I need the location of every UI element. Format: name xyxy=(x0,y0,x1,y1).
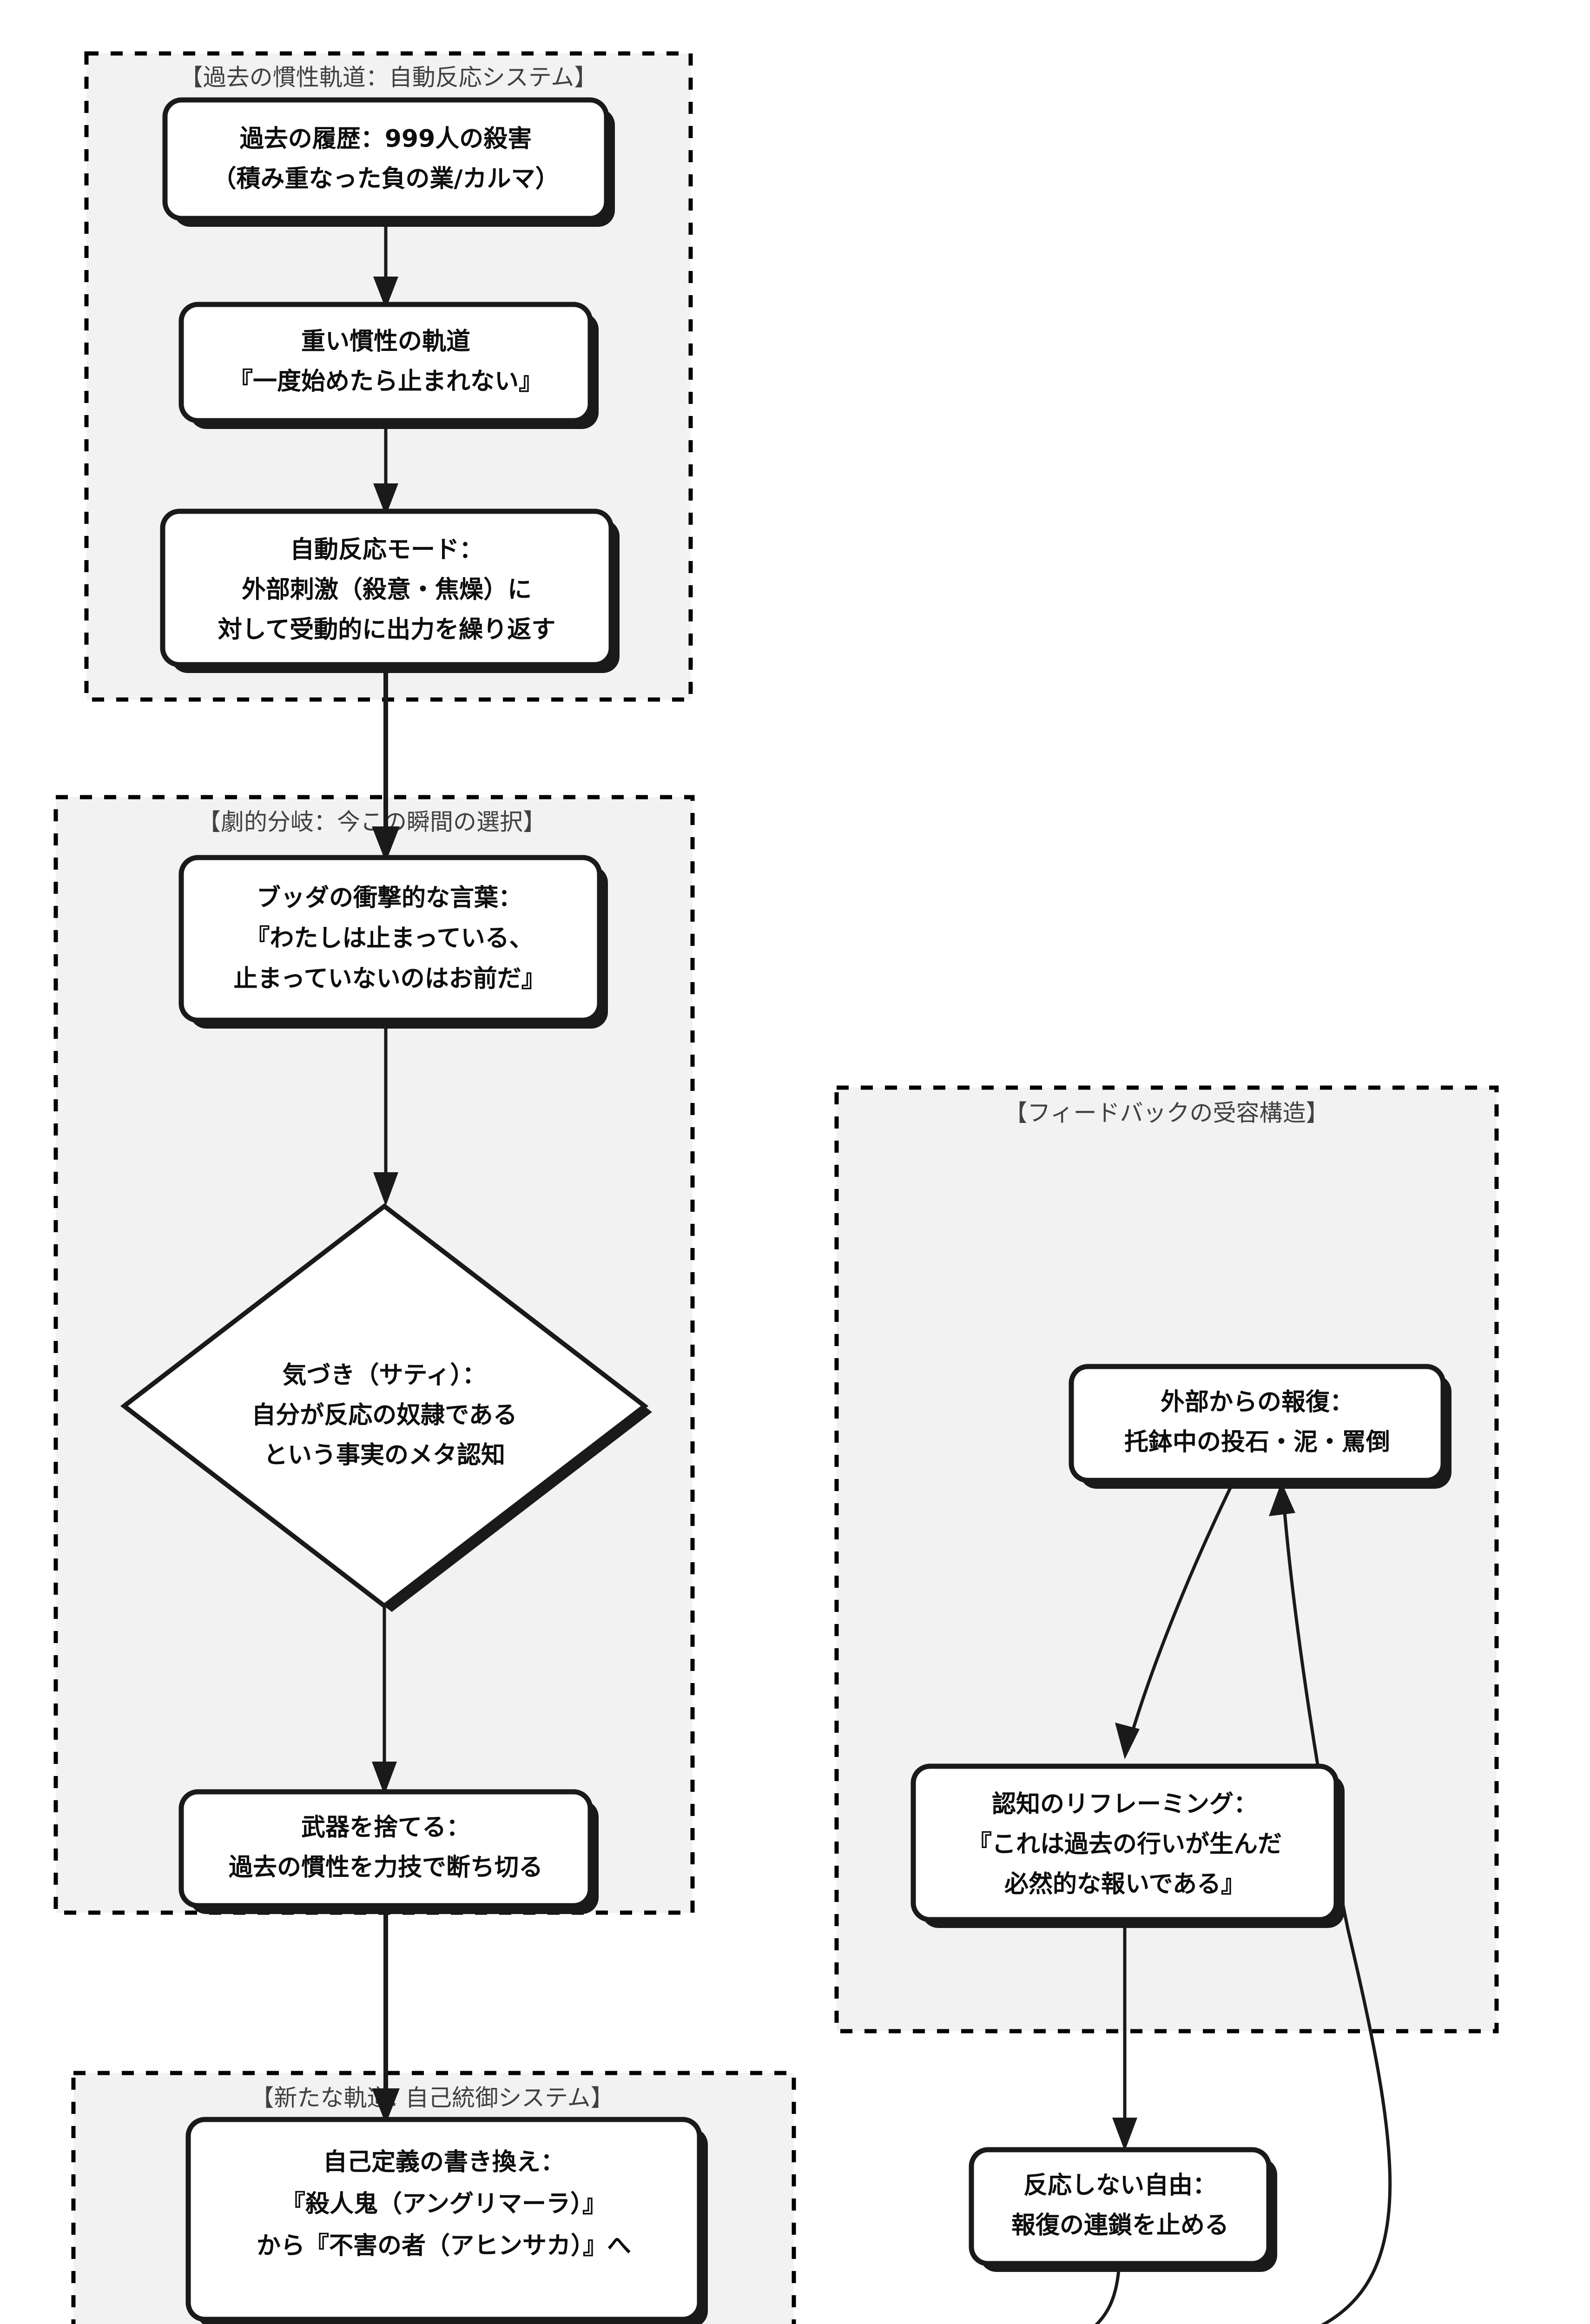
node-label-line: から『不害の者（アヒンサカ）』へ xyxy=(257,2232,631,2260)
edge-retaliation-to-reframing xyxy=(1115,1479,1236,1759)
node-label-line: 自動反応モード： xyxy=(290,536,483,564)
node-label-line: 『一度始めたら止まれない』 xyxy=(229,368,543,396)
node-label-line: 反応しない自由： xyxy=(1023,2172,1217,2199)
node-body[interactable] xyxy=(178,302,593,423)
node-label-line: 必然的な報いである』 xyxy=(1004,1870,1245,1898)
arrowhead-icon xyxy=(372,2088,400,2124)
edge-auto-to-buddha xyxy=(372,665,400,862)
arrowhead-icon xyxy=(372,826,400,862)
node-label-line: 武器を捨てる： xyxy=(301,1814,470,1842)
arrowhead-icon xyxy=(1112,2118,1137,2151)
node-label-line: 気づき（サティ）： xyxy=(283,1361,487,1389)
node-label-line: 過去の慣性を力技で断ち切る xyxy=(229,1854,543,1882)
edge-buddha-to-sati xyxy=(373,1020,398,1206)
node-label-line: （積み重なった負の業/カルマ） xyxy=(212,165,560,193)
cluster-branch-label: 【劇的分岐：今この瞬間の選択】 xyxy=(198,809,546,836)
node-self-redefine[interactable]: 自己定義の書き換え： 『殺人鬼（アングリマーラ）』 から『不害の者（アヒンサカ）… xyxy=(185,2117,708,2324)
node-body[interactable] xyxy=(185,2117,702,2322)
node-label-line: 『これは過去の行いが生んだ xyxy=(968,1830,1282,1858)
edge-reframing-to-freedom xyxy=(1112,1920,1137,2151)
node-label-line: 自己定義の書き換え： xyxy=(323,2148,565,2176)
node-label-line: 外部刺激（殺意・焦燥）に xyxy=(242,576,532,604)
node-body[interactable] xyxy=(162,97,609,221)
node-label-line: 托鉢中の投石・泥・罵倒 xyxy=(1124,1428,1390,1456)
edge-weapon-to-redefine xyxy=(372,1906,400,2124)
node-buddha-words[interactable]: ブッダの衝撃的な言葉： 『わたしは止まっている、 止まっていないのはお前だ』 xyxy=(178,855,608,1029)
arrowhead-icon xyxy=(373,483,398,516)
node-past-history[interactable]: 過去の履歴：999人の殺害 （積み重なった負の業/カルマ） xyxy=(162,97,615,227)
node-label-line: 止まっていないのはお前だ』 xyxy=(233,965,545,993)
node-heavy-inertia[interactable]: 重い慣性の軌道 『一度始めたら止まれない』 xyxy=(178,302,599,429)
node-label-line: 過去の履歴：999人の殺害 xyxy=(240,125,532,153)
cluster-feedback-label: 【フィードバックの受容構造】 xyxy=(1004,1100,1329,1127)
node-body[interactable] xyxy=(1069,1364,1446,1483)
node-reframing[interactable]: 認知のリフレーミング： 『これは過去の行いが生んだ 必然的な報いである』 xyxy=(910,1763,1345,1928)
arrowhead-icon xyxy=(373,277,398,309)
node-label-line: ブッダの衝撃的な言葉： xyxy=(257,884,522,912)
node-body[interactable] xyxy=(160,508,614,667)
arrowhead-icon xyxy=(1115,1723,1140,1759)
node-label-line: 認知のリフレーミング： xyxy=(992,1790,1258,1818)
node-label-line: 自分が反応の奴隷である xyxy=(251,1401,517,1429)
node-label-line: 『殺人鬼（アングリマーラ）』 xyxy=(281,2190,607,2218)
arrowhead-icon xyxy=(373,1172,398,1206)
edge-stillness-to-retaliation xyxy=(1269,1482,1392,2324)
edge-inertia-to-auto xyxy=(373,421,398,516)
node-label-line: 外部からの報復： xyxy=(1161,1388,1354,1416)
node-label-line: 報復の連鎖を止める xyxy=(1011,2212,1229,2239)
node-body[interactable] xyxy=(178,1789,593,1908)
arrowhead-icon xyxy=(372,1762,397,1795)
cluster-new-label: 【新たな軌道: 自己統御システム】 xyxy=(251,2085,614,2112)
node-auto-reaction[interactable]: 自動反応モード： 外部刺激（殺意・焦燥）に 対して受動的に出力を繰り返す xyxy=(160,508,620,673)
node-external-retaliation[interactable]: 外部からの報復： 托鉢中の投石・泥・罵倒 xyxy=(1069,1364,1451,1489)
node-body[interactable] xyxy=(969,2147,1272,2266)
node-label-line: 『わたしは止まっている、 xyxy=(245,924,533,952)
edge-history-to-inertia xyxy=(373,218,398,309)
node-sati-decision[interactable]: 気づき（サティ）： 自分が反応の奴隷である という事実のメタ認知 xyxy=(120,1203,652,1612)
node-drop-weapon[interactable]: 武器を捨てる： 過去の慣性を力技で断ち切る xyxy=(178,1789,599,1914)
node-label-line: 重い慣性の軌道 xyxy=(301,328,470,356)
node-freedom[interactable]: 反応しない自由： 報復の連鎖を止める xyxy=(969,2147,1277,2272)
node-label-line: という事実のメタ認知 xyxy=(264,1441,505,1469)
edge-sati-to-weapon xyxy=(372,1604,397,1795)
node-body[interactable] xyxy=(120,1203,649,1609)
cluster-past-label: 【過去の慣性軌道：自動反応システム】 xyxy=(180,64,598,91)
arrowhead-icon xyxy=(1269,1482,1295,1516)
node-body[interactable] xyxy=(910,1763,1339,1922)
node-body[interactable] xyxy=(178,855,602,1023)
node-label-line: 対して受動的に出力を繰り返す xyxy=(218,616,555,644)
